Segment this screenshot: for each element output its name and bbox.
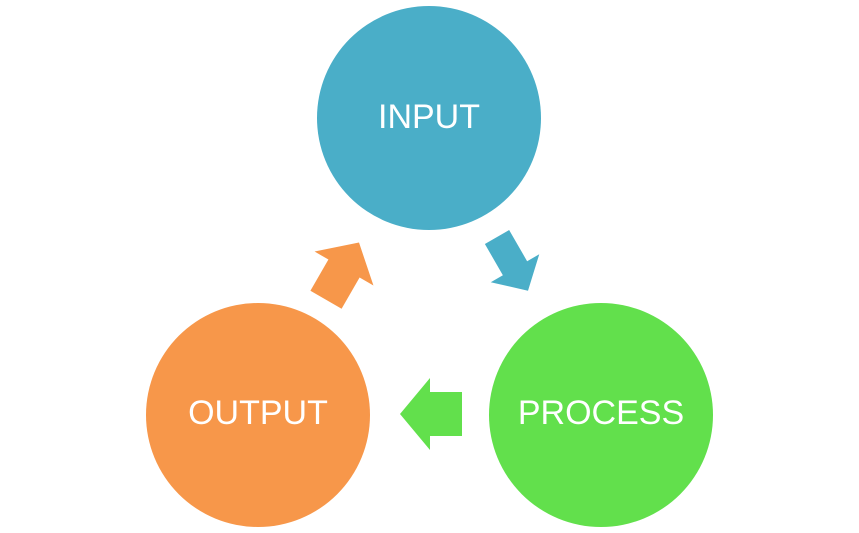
arrow-left-icon	[400, 378, 462, 450]
process-node: PROCESS	[489, 303, 713, 527]
process-circle	[489, 303, 713, 527]
output-circle	[146, 303, 370, 527]
arrow-input-to-process	[484, 230, 540, 291]
arrow-right-icon	[484, 230, 540, 291]
arrow-process-to-output	[400, 378, 462, 450]
output-node: OUTPUT	[146, 303, 370, 527]
process-label: PROCESS	[518, 394, 684, 432]
arrow-up-right-icon	[310, 242, 374, 309]
arrow-output-to-input	[310, 242, 374, 309]
input-node: INPUT	[317, 6, 541, 230]
input-circle	[317, 6, 541, 230]
input-label: INPUT	[378, 98, 480, 136]
output-label: OUTPUT	[188, 394, 328, 432]
